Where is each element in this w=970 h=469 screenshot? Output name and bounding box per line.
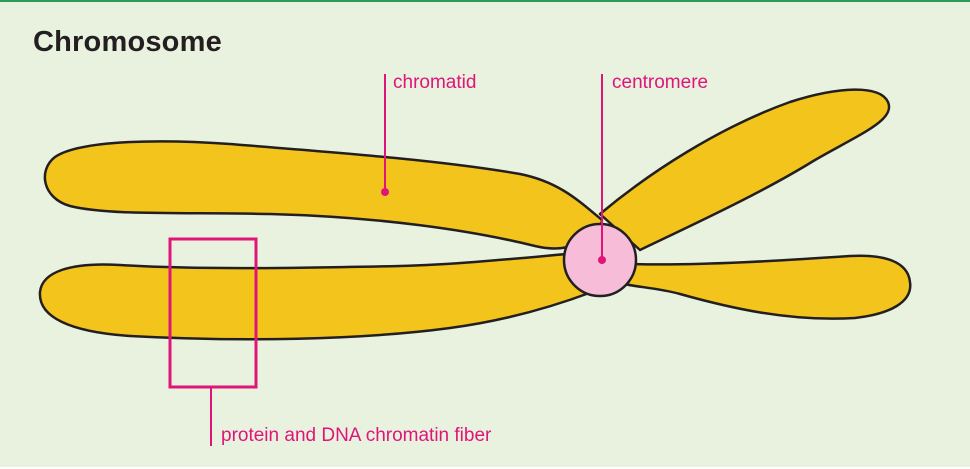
chromatid-upper-right-arm [600, 90, 889, 250]
chromatin-fiber-label: protein and DNA chromatin fiber [221, 425, 491, 447]
centromere-label: centromere [612, 72, 708, 94]
chromatid-pointer-dot [381, 188, 389, 196]
chromatid-lower-right-arm [618, 256, 910, 319]
centromere-pointer-dot [598, 256, 606, 264]
chromatid-label: chromatid [393, 72, 476, 94]
diagram-title: Chromosome [33, 26, 222, 59]
chromatid-upper-left-arm [45, 141, 602, 248]
chromatid-lower-left-arm [40, 252, 592, 339]
